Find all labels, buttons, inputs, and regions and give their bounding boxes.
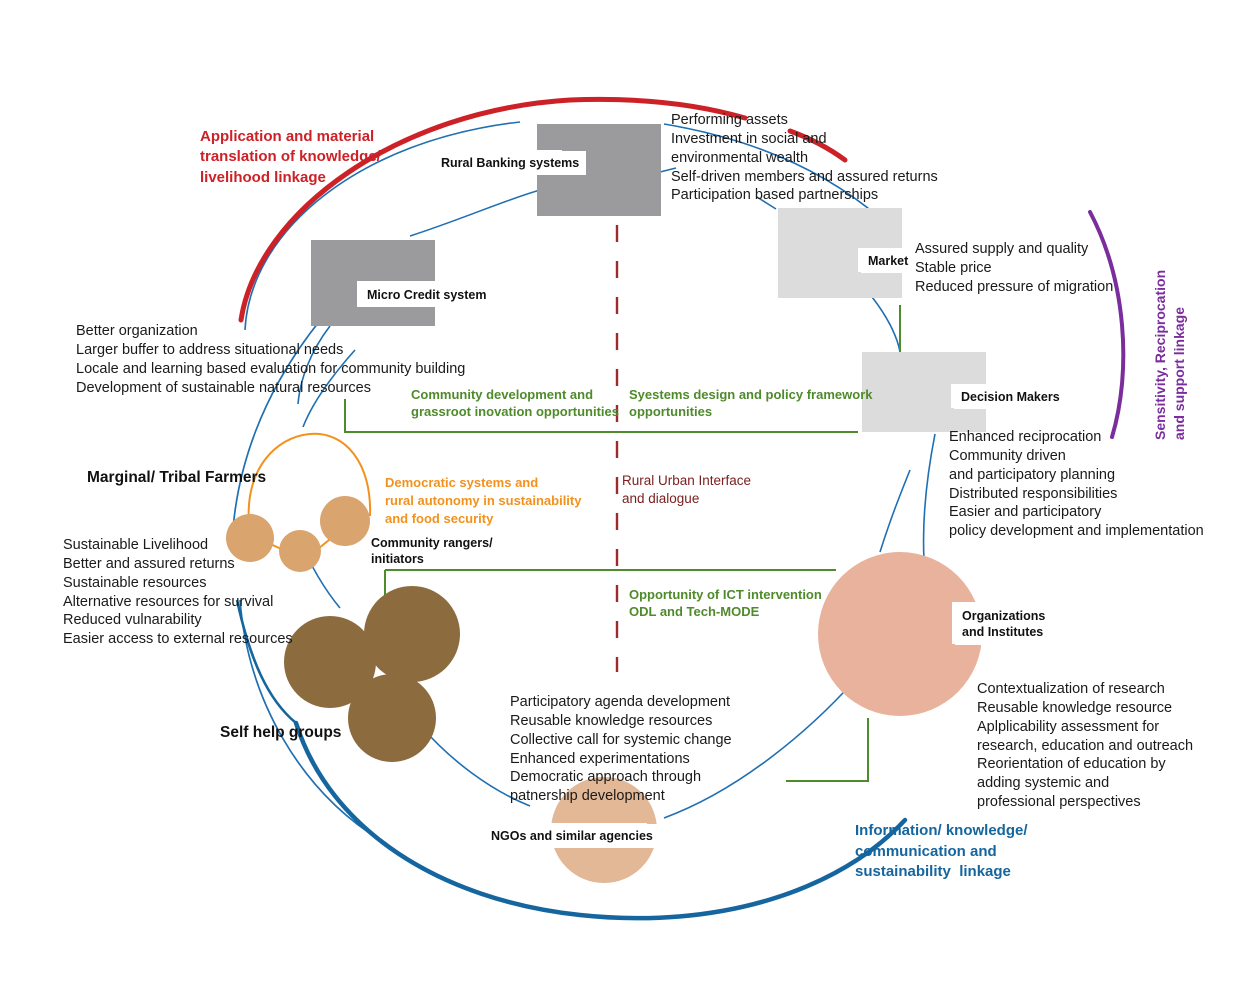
opportunity-label-ict-intervention: Opportunity of ICT intervention ODL and … bbox=[629, 587, 822, 620]
node-shape-shg-circle-1[interactable] bbox=[284, 616, 376, 708]
outcome-list-micro-credit: Better organization Larger buffer to add… bbox=[76, 323, 466, 396]
opportunity-label-systems-design: Syestems design and policy framework opp… bbox=[629, 387, 873, 420]
main-ring-left bbox=[231, 317, 323, 546]
green-bracket-middle bbox=[384, 569, 836, 596]
node-label-marginal-farmers[interactable]: Marginal/ Tribal Farmers bbox=[87, 469, 267, 486]
main-ring-lower-left bbox=[239, 599, 381, 841]
node-shape-farmer-circle-1[interactable] bbox=[226, 514, 274, 562]
opportunity-label-democratic-systems: Democratic systems and rural autonomy in… bbox=[385, 475, 582, 526]
connector-ngo-to-org bbox=[663, 679, 856, 819]
node-label-decision-makers[interactable]: Decision Makers bbox=[954, 385, 1067, 410]
outcome-list-market: Assured supply and quality Stable price … bbox=[915, 241, 1114, 295]
blue-linkage-arc bbox=[293, 720, 908, 921]
connector-shg-diag bbox=[235, 599, 297, 725]
node-label-market[interactable]: Market bbox=[861, 249, 916, 274]
node-shape-shg-circle-2[interactable] bbox=[364, 586, 460, 682]
node-label-rural-banking[interactable]: Rural Banking systems bbox=[434, 151, 587, 176]
outcome-list-self-help: Sustainable Livelihood Better and assure… bbox=[63, 537, 293, 648]
connector-microcredit-down bbox=[297, 325, 331, 405]
red-linkage-arc-segment-2 bbox=[787, 128, 848, 163]
connector-decision-down bbox=[922, 433, 936, 561]
outcome-list-ngo: Participatory agenda development Reusabl… bbox=[510, 694, 732, 805]
connector-banking-text-down bbox=[756, 196, 777, 210]
outcome-list-rural-banking: Performing assets Investment in social a… bbox=[671, 112, 938, 204]
node-shape-farmer-circle-3[interactable] bbox=[320, 496, 370, 546]
outcome-list-decision-makers: Enhanced reciprocation Community driven … bbox=[949, 429, 1204, 540]
connector-microcredit-to-banking bbox=[409, 189, 541, 237]
opportunity-label-community-development: Community development and grassroot inov… bbox=[411, 387, 620, 420]
node-shape-farmer-circle-2[interactable] bbox=[279, 530, 321, 572]
connector-text-to-farmers bbox=[302, 349, 356, 428]
green-bracket-upper bbox=[344, 399, 858, 433]
node-label-micro-credit[interactable]: Micro Credit system bbox=[360, 283, 494, 308]
outer-cycle-arc-blue-2 bbox=[663, 123, 881, 219]
linkage-label-application-material: Application and material translation of … bbox=[200, 128, 381, 186]
green-bracket-lower bbox=[786, 718, 869, 782]
node-label-organizations[interactable]: Organizations and Institutes bbox=[955, 604, 1053, 645]
node-label-self-help-groups[interactable]: Self help groups bbox=[220, 724, 342, 741]
connector-org-up bbox=[879, 469, 911, 553]
connector-market-down bbox=[871, 296, 901, 353]
node-label-ngos[interactable]: NGOs and similar agencies bbox=[484, 824, 660, 849]
farmer-network-arc bbox=[247, 432, 372, 524]
opportunity-label-rural-urban-interface: Rural Urban Interface and dialogue bbox=[622, 473, 752, 507]
red-linkage-arc bbox=[238, 96, 748, 323]
node-label-community-rangers[interactable]: Community rangers/ initiators bbox=[371, 536, 493, 567]
node-shape-organizations[interactable] bbox=[818, 552, 982, 716]
purple-linkage-arc bbox=[1088, 210, 1126, 439]
outer-cycle-arc-blue bbox=[244, 121, 521, 331]
connector-banking-to-text bbox=[659, 167, 677, 173]
outcome-list-organizations: Contextualization of research Reusable k… bbox=[977, 681, 1194, 811]
linkage-label-information-knowledge: Information/ knowledge/ communication an… bbox=[855, 822, 1028, 881]
node-shape-shg-circle-3[interactable] bbox=[348, 674, 436, 762]
linkage-label-sensitivity-reciprocation: Sensitivity, Reciprocation and support l… bbox=[1152, 269, 1187, 440]
